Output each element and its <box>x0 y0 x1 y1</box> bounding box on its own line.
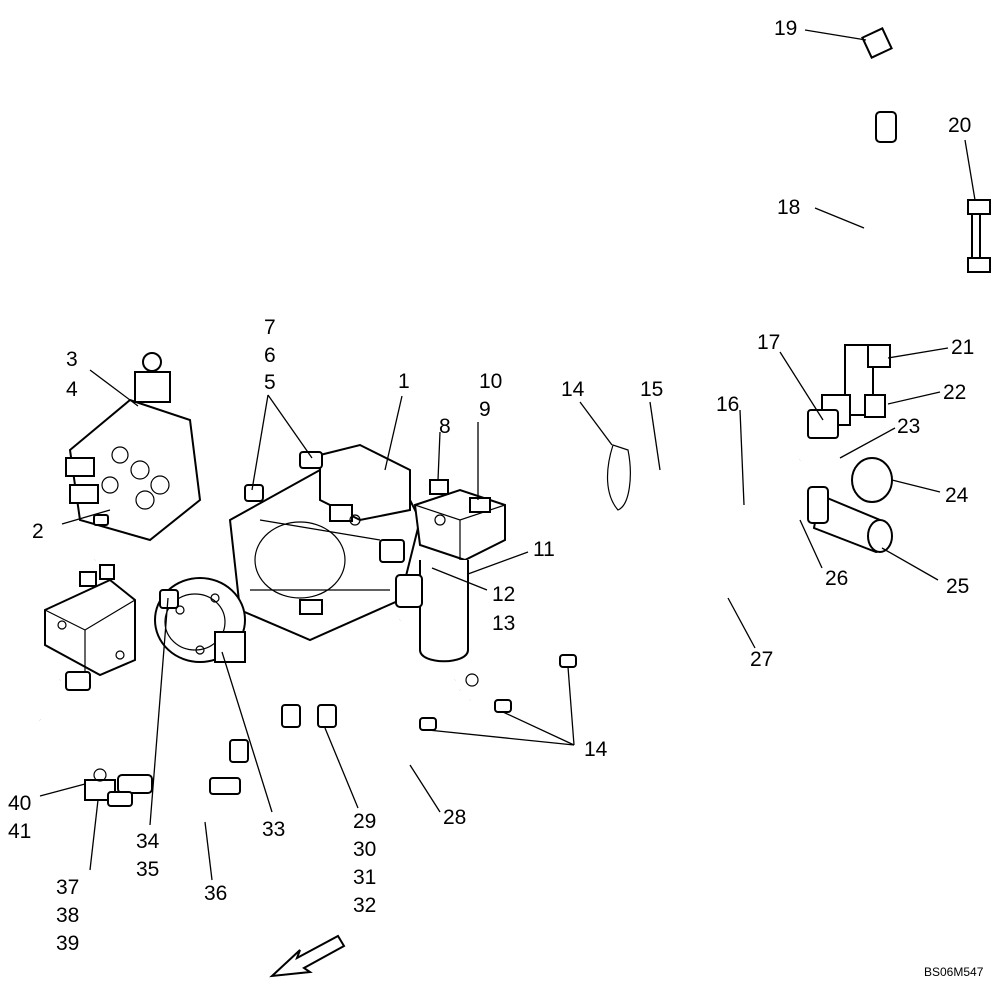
hose-16 <box>450 412 847 687</box>
callout-10: 10 <box>479 370 502 393</box>
callout-35: 35 <box>136 858 159 881</box>
manifold-block <box>44 564 136 677</box>
callout-22: 22 <box>943 381 966 404</box>
callout-13: 13 <box>492 612 515 635</box>
callout-40: 40 <box>8 792 31 815</box>
callout-29: 29 <box>353 810 376 833</box>
callout-5: 5 <box>264 371 276 394</box>
front-direction-arrow <box>269 934 346 978</box>
callout-23: 23 <box>897 415 920 438</box>
filter-assembly <box>413 479 506 663</box>
callout-18: 18 <box>777 196 800 219</box>
callout-37: 37 <box>56 876 79 899</box>
fitting-25 <box>807 486 893 554</box>
callout-14-top: 14 <box>561 378 585 401</box>
drawing-code: BS06M547 <box>924 965 984 979</box>
callout-16: 16 <box>716 393 739 416</box>
callout-21: 21 <box>951 336 974 359</box>
connector-20 <box>967 199 991 273</box>
hydrostatic-pump <box>228 443 422 642</box>
callout-34: 34 <box>136 830 160 853</box>
control-valve <box>65 352 202 542</box>
callout-36: 36 <box>204 882 227 905</box>
hose-18 <box>853 47 895 346</box>
misc-fittings <box>65 451 479 795</box>
callout-26: 26 <box>825 567 848 590</box>
callout-7: 7 <box>264 316 276 339</box>
hose-end-fitting-19 <box>861 27 897 143</box>
callout-3: 3 <box>66 348 78 371</box>
leader-lines <box>39 29 976 881</box>
callout-1: 1 <box>398 370 410 393</box>
callout-labels: 1 2 3 4 5 6 7 8 9 10 11 12 13 14 14 15 1… <box>8 17 984 979</box>
callout-14-bottom: 14 <box>584 738 608 761</box>
callout-24: 24 <box>945 484 969 507</box>
cap-24 <box>851 457 893 503</box>
callout-11: 11 <box>533 538 555 561</box>
elbow-17 <box>807 409 839 439</box>
callout-20: 20 <box>948 114 971 137</box>
callout-15: 15 <box>640 378 663 401</box>
callout-4: 4 <box>66 378 78 401</box>
callout-38: 38 <box>56 904 79 927</box>
callout-2: 2 <box>32 520 44 543</box>
callout-17: 17 <box>757 331 780 354</box>
callout-12: 12 <box>492 583 515 606</box>
callout-19: 19 <box>774 17 797 40</box>
callout-30: 30 <box>353 838 376 861</box>
callout-9: 9 <box>479 398 491 421</box>
fittings-37-41 <box>84 768 153 807</box>
callout-25: 25 <box>946 575 969 598</box>
callout-32: 32 <box>353 894 376 917</box>
callout-28: 28 <box>443 806 466 829</box>
callout-27: 27 <box>750 648 773 671</box>
callout-31: 31 <box>353 866 376 889</box>
hose-36 <box>125 716 437 826</box>
callout-39: 39 <box>56 932 79 955</box>
clip-14-top <box>606 444 631 511</box>
callout-33: 33 <box>262 818 285 841</box>
callout-41: 41 <box>8 820 31 843</box>
callout-8: 8 <box>439 415 451 438</box>
callout-6: 6 <box>264 344 276 367</box>
hose-17 <box>465 453 805 707</box>
